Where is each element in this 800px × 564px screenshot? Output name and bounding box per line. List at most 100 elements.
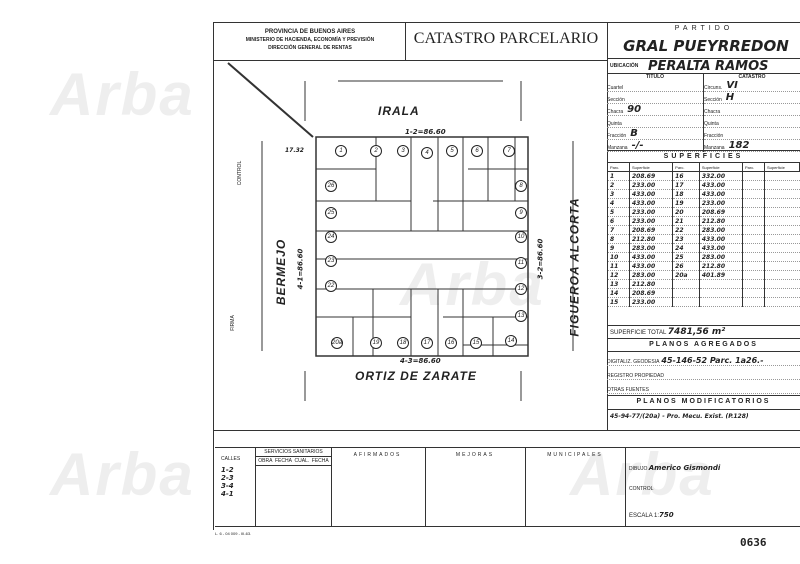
- planos-agregados-label: PLANOS AGREGADOS: [607, 338, 800, 350]
- table-cell: 7: [607, 225, 630, 235]
- header-org: PROVINCIA DE BUENOS AIRES MINISTERIO DE …: [215, 28, 405, 52]
- table-cell: 283.00: [628, 243, 673, 253]
- watermark: Arba: [50, 61, 195, 128]
- table-cell: 233.00: [698, 198, 743, 208]
- total-value: 7481,56 m²: [667, 327, 726, 337]
- dim-corner: 17.32: [285, 147, 304, 154]
- catastro-field: Quinta: [704, 116, 800, 128]
- table-cell: 24: [672, 243, 700, 253]
- titulo-label: TITULO: [645, 74, 665, 80]
- parcel-number: 25: [325, 207, 337, 219]
- table-cell: 212.80: [628, 234, 673, 244]
- control-label: CONTROL: [237, 160, 244, 186]
- dim-top: 1-2=86.60: [405, 128, 446, 136]
- parcel-number: 15: [470, 337, 482, 349]
- table-cell: 20a: [672, 270, 700, 280]
- servicio-column: FECHA: [274, 458, 292, 464]
- field-label: Circuns.: [704, 85, 723, 91]
- parcel-number: 4: [421, 147, 433, 159]
- document-title: CATASTRO PARCELARIO: [413, 30, 599, 47]
- table-cell: 283.00: [628, 270, 673, 280]
- table-cell: [764, 225, 800, 235]
- field-label: Quinta: [607, 121, 622, 127]
- column-header: Superficie: [764, 162, 800, 172]
- table-cell: [742, 189, 765, 199]
- table-cell: 208.69: [628, 171, 673, 181]
- table-cell: 233.00: [628, 216, 673, 226]
- table-cell: 433.00: [698, 243, 743, 253]
- parcel-number: 3: [397, 145, 409, 157]
- direction: DIRECCIÓN GENERAL DE RENTAS: [268, 45, 352, 51]
- servicios-label: SERVICIOS SANITARIOS: [256, 448, 331, 457]
- field-label: Chacra: [607, 109, 624, 115]
- watermark: Arba: [570, 441, 715, 508]
- calle-item: 4-1: [221, 490, 234, 498]
- parcel-number: 11: [515, 257, 527, 269]
- table-cell: 233.00: [628, 297, 673, 307]
- table-cell: [742, 270, 765, 280]
- field-label: Chacra: [704, 109, 721, 115]
- table-cell: 14: [607, 288, 630, 298]
- planos-modificatorios-value: 45-94-77/(20a) - Pro. Mecu. Exist. (P.12…: [607, 409, 800, 423]
- parcel-number: 12: [515, 283, 527, 295]
- parcel-number: 14: [505, 335, 517, 347]
- table-cell: 433.00: [628, 198, 673, 208]
- parcel-number: 5: [446, 145, 458, 157]
- field-label: Sección: [607, 97, 625, 103]
- parcel-map: [227, 62, 574, 401]
- page-number: 0636: [740, 536, 767, 549]
- parcel-number: 1: [335, 145, 347, 157]
- field-label: Manzana: [607, 145, 628, 151]
- parcel-number: 17: [421, 337, 433, 349]
- parcel-number: 2: [370, 145, 382, 157]
- table-cell: [742, 279, 765, 289]
- table-cell: [742, 198, 765, 208]
- table-cell: 6: [607, 216, 630, 226]
- table-cell: [698, 297, 743, 307]
- field-label: Fracción: [607, 133, 627, 139]
- table-cell: 332.00: [698, 171, 743, 181]
- table-cell: [764, 207, 800, 217]
- table-cell: 2: [607, 180, 630, 190]
- document-frame: [213, 22, 800, 530]
- field-value: -/-: [631, 140, 644, 151]
- field-label: Fracción: [704, 133, 724, 139]
- afirmados-label: AFIRMADOS: [353, 452, 402, 458]
- table-cell: [764, 297, 800, 307]
- column-header: Superficie: [628, 162, 674, 172]
- parcel-number: 6: [471, 145, 483, 157]
- table-cell: 23: [672, 234, 700, 244]
- table-cell: 433.00: [628, 261, 673, 271]
- partido-value: GRAL PUEYRREDON: [623, 37, 789, 55]
- table-cell: [698, 288, 743, 298]
- watermark: Arba: [50, 441, 195, 508]
- total-label: SUPERFICIE TOTAL: [610, 330, 667, 336]
- planos-modificatorios-label: PLANOS MODIFICATORIOS: [607, 395, 800, 407]
- table-cell: 208.69: [628, 225, 673, 235]
- table-cell: 22: [672, 225, 700, 235]
- table-cell: 16: [672, 171, 700, 181]
- table-cell: 283.00: [698, 225, 743, 235]
- calle-item: 1-2: [221, 466, 234, 474]
- ministry: MINISTERIO DE HACIENDA, ECONOMÍA Y PREVI…: [245, 37, 375, 43]
- table-cell: [698, 279, 743, 289]
- table-cell: [764, 288, 800, 298]
- catastro-label: CATASTRO: [738, 74, 766, 80]
- field-label: Manzana: [704, 145, 725, 151]
- superficies-label: SUPERFICIES: [607, 150, 800, 162]
- table-cell: [764, 180, 800, 190]
- table-cell: 4: [607, 198, 630, 208]
- table-cell: [742, 243, 765, 253]
- parcel-number: 23: [325, 255, 337, 267]
- column-header: Parc.: [742, 162, 765, 172]
- table-cell: 433.00: [628, 189, 673, 199]
- calle-item: 3-4: [221, 482, 234, 490]
- field-value: VI: [726, 80, 738, 91]
